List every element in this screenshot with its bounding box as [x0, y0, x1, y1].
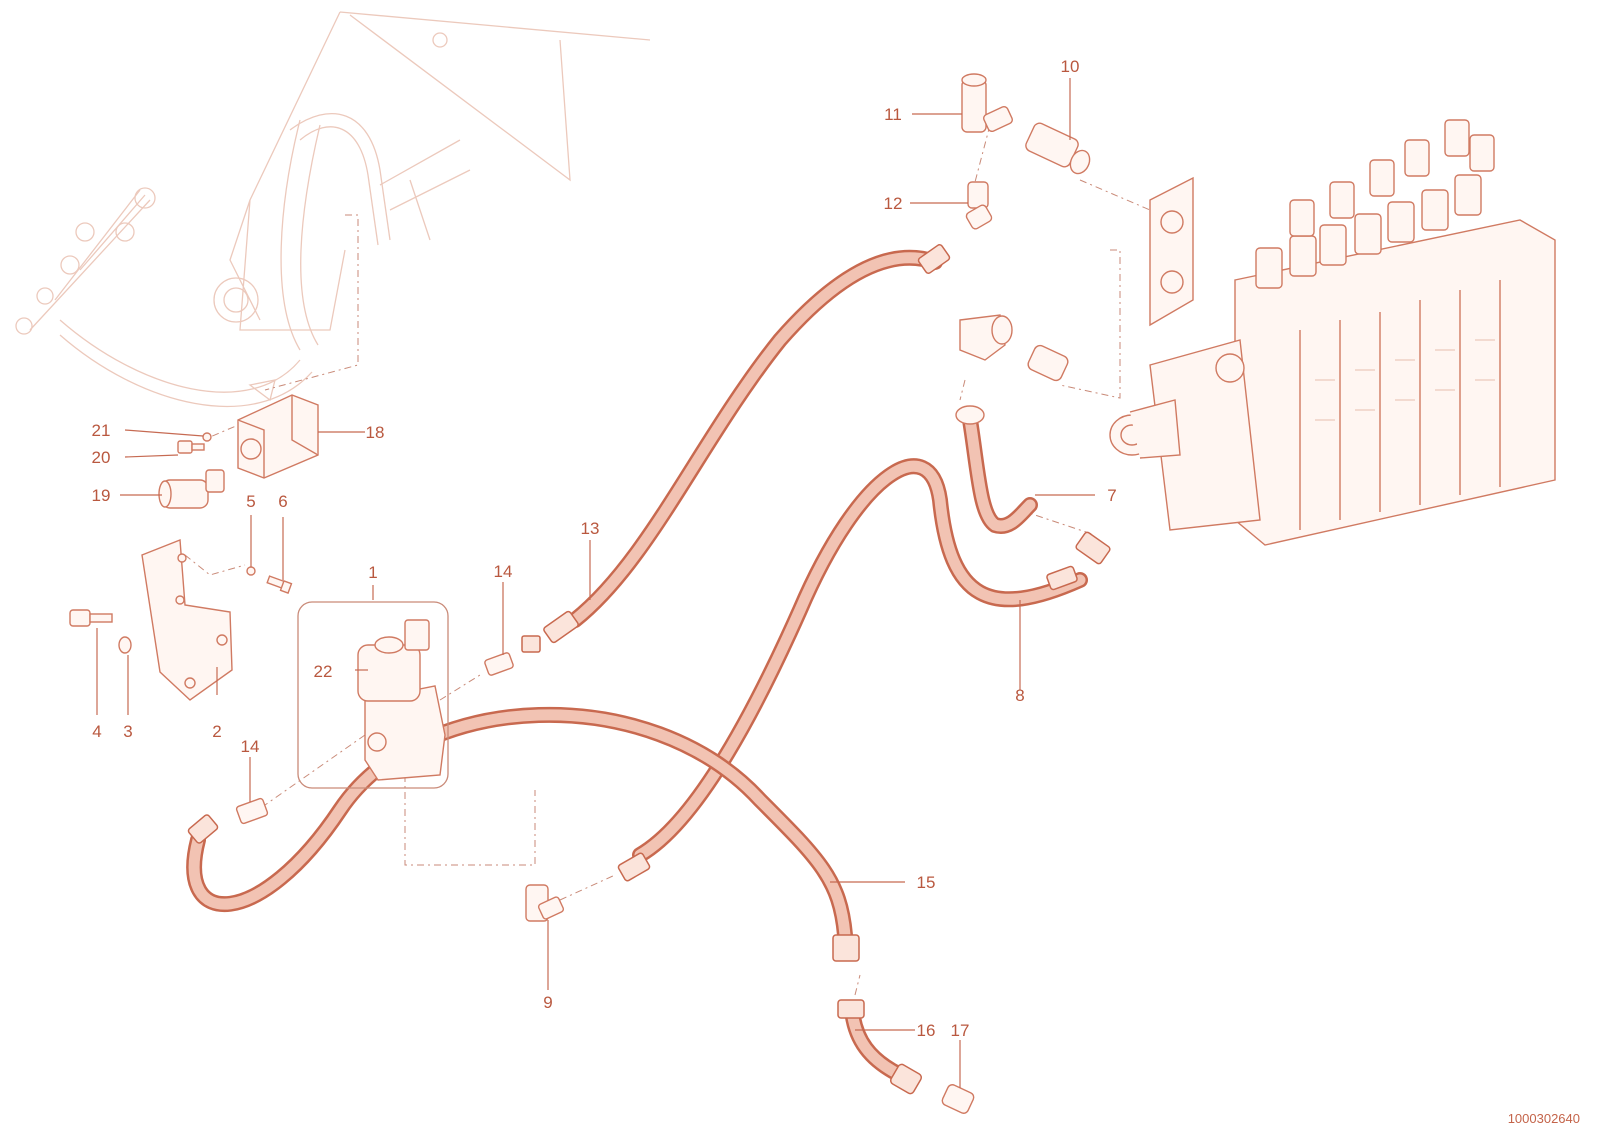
callout-4: 4: [92, 722, 101, 741]
hose-13: [567, 249, 943, 628]
machine-frame-ghost: [15, 11, 651, 408]
gasket-plate: [1149, 176, 1194, 327]
pipe-7: [962, 412, 1038, 534]
callout-16: 16: [917, 1021, 936, 1040]
part-9-elbow: [525, 884, 565, 922]
hose-8: [632, 458, 1088, 863]
part-18-coil: [237, 394, 319, 479]
assembly-lines: [184, 124, 1151, 996]
callout-6: 6: [278, 492, 287, 511]
callout-12: 12: [884, 194, 903, 213]
callout-13: 13: [581, 519, 600, 538]
part-6-screw: [266, 575, 293, 594]
callout-8: 8: [1015, 686, 1024, 705]
callout-17: 17: [951, 1021, 970, 1040]
part-2-bracket: [141, 539, 233, 701]
leader-lines: [96, 78, 1095, 1088]
drawing-reference-number: 1000302640: [1508, 1111, 1580, 1126]
part-20-screw: [177, 440, 205, 454]
part-17-plug: [941, 1084, 975, 1114]
callout-22: 22: [314, 662, 333, 681]
part-19-connector: [158, 469, 225, 509]
callout-11: 11: [884, 105, 902, 124]
callout-5: 5: [246, 492, 255, 511]
callout-18: 18: [366, 423, 385, 442]
part-12-elbow: [965, 181, 993, 230]
part-21-washer: [202, 432, 212, 442]
callout-3: 3: [123, 722, 132, 741]
control-valve-block: [1109, 119, 1556, 546]
callout-15: 15: [917, 873, 936, 892]
valve-elbow-fitting: [955, 314, 1069, 425]
part-3-washer: [118, 636, 132, 654]
callout-14-upper: 14: [494, 562, 513, 581]
part-11-tee-fitting: [961, 73, 1013, 133]
part-10-adapter: [1025, 122, 1091, 175]
part-14-adapter-upper: [484, 652, 514, 676]
callout-21: 21: [92, 421, 111, 440]
part-5-washer: [246, 566, 256, 576]
pipe-16: [844, 1002, 908, 1083]
part-14-adapter-lower: [235, 797, 269, 825]
callout-19: 19: [92, 486, 111, 505]
callout-14-lower: 14: [241, 737, 260, 756]
part-4-bolt: [69, 609, 113, 627]
part-22-solenoid-valve: [297, 601, 449, 789]
callout-10: 10: [1061, 57, 1080, 76]
hose-15: [186, 707, 853, 943]
callout-2: 2: [212, 722, 221, 741]
callout-labels: 1 2 3 4 5 6 7 8 9 10 11 12 13 14 14 15 1…: [92, 57, 1117, 1040]
callout-9: 9: [543, 993, 552, 1012]
callout-1: 1: [368, 563, 377, 582]
hose-end-fittings: [187, 244, 1111, 1095]
valve-solenoid-row: [1255, 119, 1495, 289]
callout-20: 20: [92, 448, 111, 467]
callout-7: 7: [1107, 486, 1116, 505]
